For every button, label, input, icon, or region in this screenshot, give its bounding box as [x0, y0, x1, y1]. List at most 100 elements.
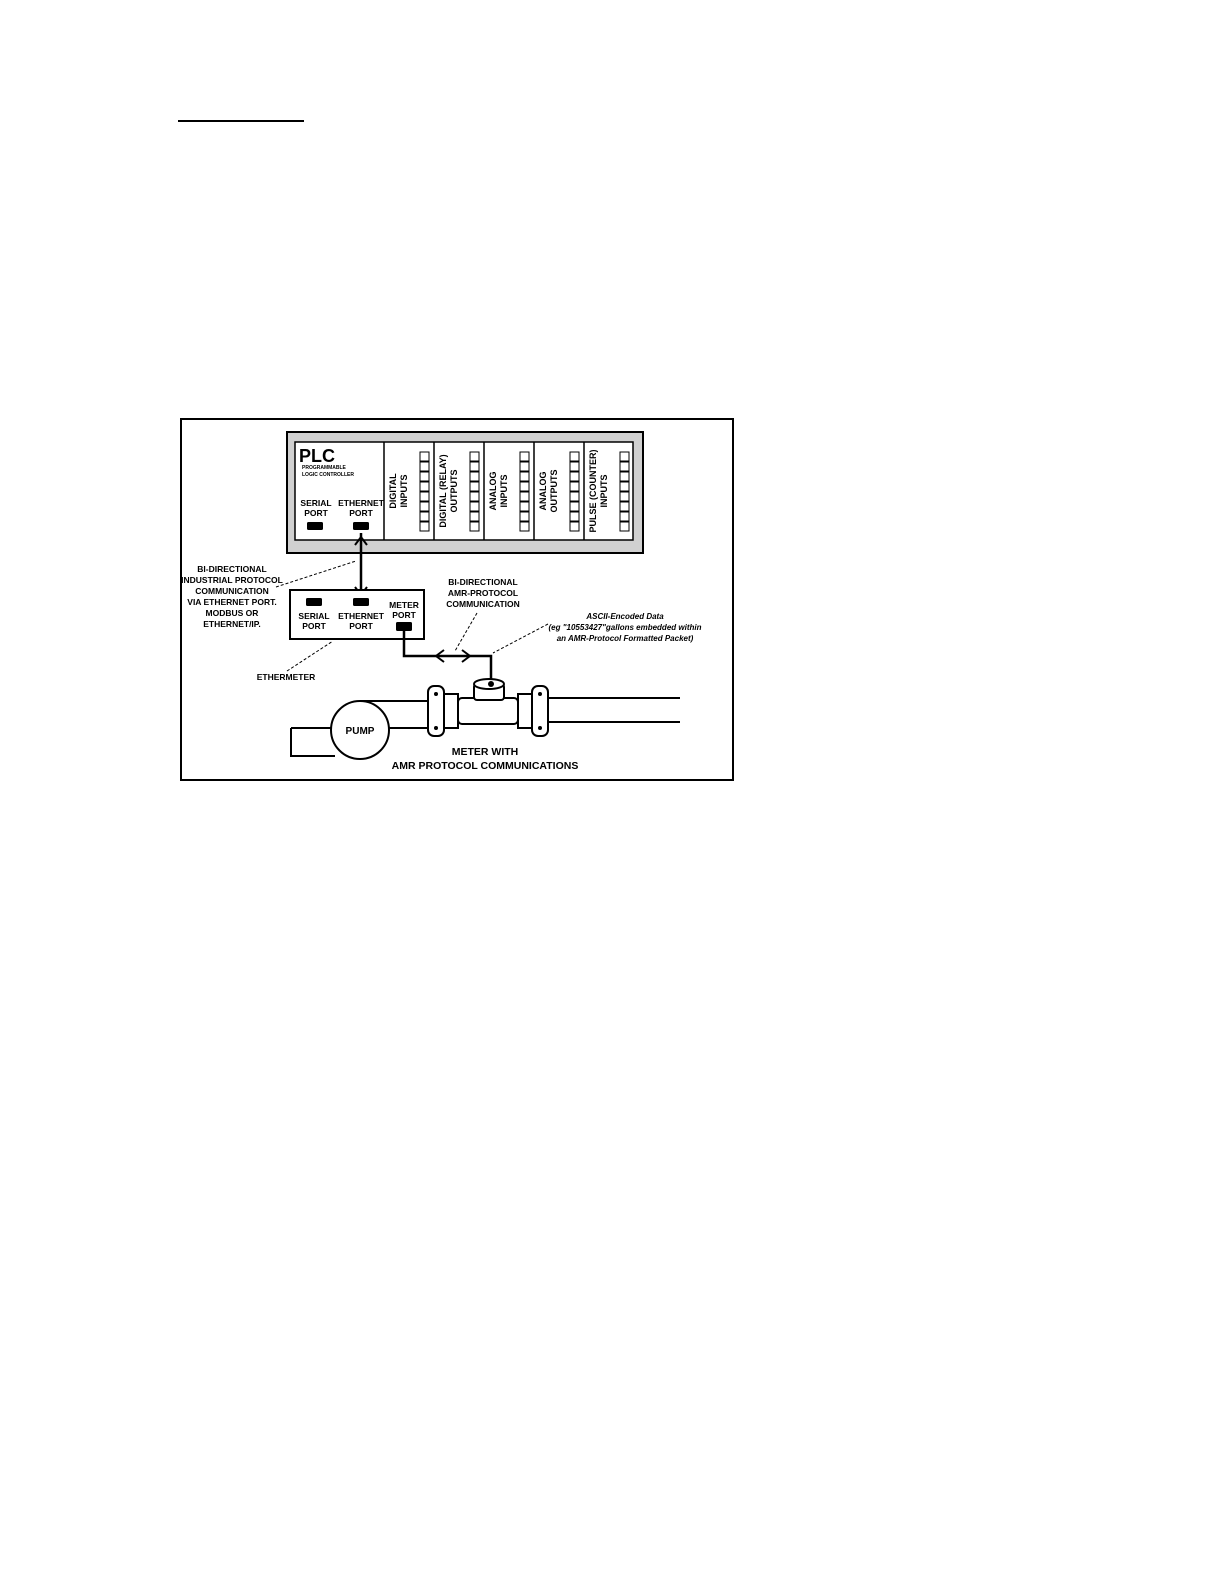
- module-terminal: [619, 461, 630, 472]
- module-label: OUTPUTS: [549, 469, 559, 512]
- module-terminal: [569, 491, 580, 502]
- module-terminal: [519, 511, 530, 522]
- module-terminal: [419, 491, 430, 502]
- meter-label-1: METER WITH: [452, 746, 519, 758]
- module-terminal: [469, 471, 480, 482]
- module-terminal: [519, 471, 530, 482]
- module-label: INPUTS: [599, 474, 609, 507]
- module-terminal: [569, 481, 580, 492]
- ethermeter-serial-label-2: PORT: [302, 621, 326, 631]
- amr-protocol-line-1: BI-DIRECTIONAL: [448, 577, 517, 587]
- module-label: ANALOG: [538, 472, 548, 511]
- ethermeter-meter-port: [396, 622, 412, 631]
- plc-serial-port: [307, 522, 323, 530]
- module-terminal: [469, 511, 480, 522]
- amr-protocol-line-2: AMR-PROTOCOL: [448, 588, 518, 598]
- module-terminal: [469, 451, 480, 462]
- ethermeter-label: ETHERMETER: [257, 672, 316, 682]
- plc-face: [294, 441, 634, 541]
- module-terminal: [619, 471, 630, 482]
- module-terminal: [619, 521, 630, 532]
- ethermeter-meter-label-2: PORT: [392, 610, 416, 620]
- module-terminal: [419, 481, 430, 492]
- ethermeter-ethernet-port: [353, 598, 369, 606]
- module-terminal: [569, 461, 580, 472]
- ascii-data-line-1: ASCII-Encoded Data: [585, 612, 664, 621]
- module-terminal: [519, 501, 530, 512]
- ethermeter-serial-port: [306, 598, 322, 606]
- module-terminal: [419, 511, 430, 522]
- pump-circle: [330, 700, 390, 760]
- module-terminal: [619, 481, 630, 492]
- meter-assembly: [427, 678, 549, 737]
- ethermeter-unit: SERIAL PORT ETHERNET PORT METER PORT: [289, 589, 425, 640]
- module-terminal: [419, 501, 430, 512]
- module-terminal: [469, 491, 480, 502]
- module-label: OUTPUTS: [449, 469, 459, 512]
- plc-title: PLC: [299, 446, 335, 466]
- outlet-pipe: [548, 697, 680, 723]
- meter-comm-wire: [402, 631, 493, 680]
- plc-ethernet-port-label-1: ETHERNET: [338, 498, 385, 508]
- ethermeter-serial-label-1: SERIAL: [298, 611, 329, 621]
- plc-serial-port-label-1: SERIAL: [300, 498, 331, 508]
- ethermeter-ethernet-label-2: PORT: [349, 621, 373, 631]
- industrial-protocol-line-1: BI-DIRECTIONAL: [197, 564, 266, 574]
- ethermeter-ethernet-label-1: ETHERNET: [338, 611, 385, 621]
- module-terminal: [619, 511, 630, 522]
- module-terminal: [469, 501, 480, 512]
- pump-label: PUMP: [346, 726, 375, 737]
- meter-body: [457, 697, 519, 725]
- module-terminal: [469, 461, 480, 472]
- module-terminal: [619, 501, 630, 512]
- module-terminal: [619, 451, 630, 462]
- outlet-flange: [531, 685, 549, 737]
- module-label: ANALOG: [488, 472, 498, 511]
- module-terminal: [569, 501, 580, 512]
- module-terminal: [519, 481, 530, 492]
- module-terminal: [519, 451, 530, 462]
- ascii-data-line-3: an AMR-Protocol Formatted Packet): [557, 634, 694, 643]
- plc-ethernet-port-label-2: PORT: [349, 508, 373, 518]
- module-terminal: [569, 511, 580, 522]
- ethermeter-leader: [286, 640, 334, 672]
- plc-serial-port-label-2: PORT: [304, 508, 328, 518]
- module-terminal: [519, 491, 530, 502]
- module-terminal: [469, 521, 480, 532]
- amr-protocol-line-3: COMMUNICATION: [446, 599, 520, 609]
- module-label: PULSE (COUNTER): [588, 449, 598, 532]
- industrial-protocol-line-4: VIA ETHERNET PORT.: [187, 597, 276, 607]
- module-terminal: [569, 471, 580, 482]
- header-underline: [178, 120, 304, 122]
- plc-subtitle-2: LOGIC CONTROLLER: [302, 472, 354, 478]
- module-terminal: [569, 521, 580, 532]
- module-terminal: [569, 451, 580, 462]
- pump: PUMP: [290, 700, 430, 760]
- module-terminal: [419, 461, 430, 472]
- industrial-protocol-line-6: ETHERNET/IP.: [203, 619, 260, 629]
- module-terminal: [419, 451, 430, 462]
- ascii-data-annotation: ASCII-Encoded Data (eg "10553427"gallons…: [492, 612, 702, 654]
- plc-ethernet-port: [353, 522, 369, 530]
- industrial-protocol-line-2: INDUSTRIAL PROTOCOL: [181, 575, 283, 585]
- plc-subtitle-1: PROGRAMMABLE: [302, 465, 347, 471]
- amr-protocol-annotation: BI-DIRECTIONAL AMR-PROTOCOL COMMUNICATIO…: [446, 577, 520, 652]
- industrial-protocol-annotation: BI-DIRECTIONAL INDUSTRIAL PROTOCOL COMMU…: [181, 560, 357, 629]
- ethermeter-meter-label-1: METER: [389, 600, 419, 610]
- ascii-data-line-2: (eg "10553427"gallons embedded within: [549, 623, 702, 632]
- module-label: INPUTS: [399, 474, 409, 507]
- module-terminal: [419, 521, 430, 532]
- industrial-protocol-line-3: COMMUNICATION: [195, 586, 269, 596]
- module-label: DIGITAL (RELAY): [438, 454, 448, 527]
- module-label: DIGITAL: [388, 473, 398, 509]
- module-terminal: [419, 471, 430, 482]
- industrial-protocol-line-5: MODBUS OR: [206, 608, 259, 618]
- plc-unit: PLC PROGRAMMABLE LOGIC CONTROLLER SERIAL…: [286, 431, 644, 554]
- module-terminal: [519, 461, 530, 472]
- module-terminal: [469, 481, 480, 492]
- module-terminal: [519, 521, 530, 532]
- module-label: INPUTS: [499, 474, 509, 507]
- module-terminal: [619, 491, 630, 502]
